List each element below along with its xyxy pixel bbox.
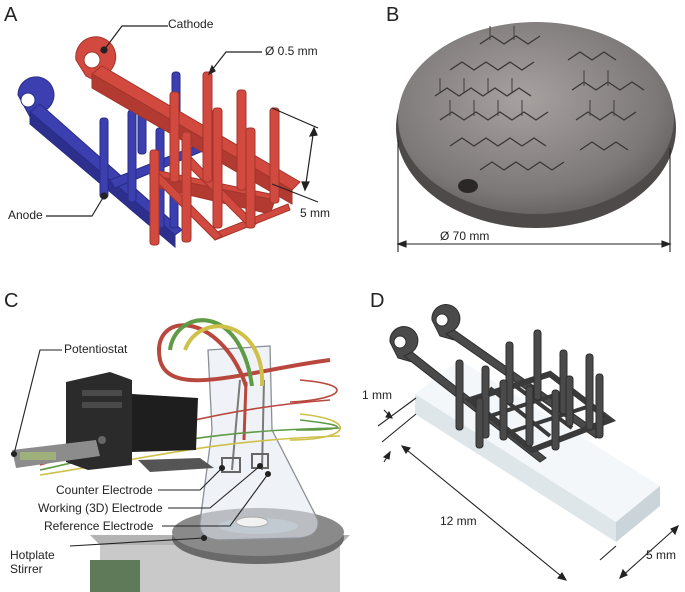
length-label: 12 mm [440,514,477,528]
printed-build-plate-photo [396,22,676,252]
electrochemical-setup-illustration [10,318,350,592]
anode-label: Anode [8,208,43,222]
height-label: 5 mm [300,206,330,220]
pillar-diameter-label: Ø 0.5 mm [265,44,318,58]
printed-pillars [439,26,615,116]
width-label: 5 mm [646,548,676,562]
dark-electrode [389,304,617,463]
panel-a: A [0,0,340,290]
panel-d: D [360,290,685,592]
panel-b-letter: B [386,4,400,26]
counter-electrode-label: Counter Electrode [56,483,153,497]
potentiostat-device [12,440,100,468]
plate-hole [458,179,478,193]
potentiostat-label: Potentiostat [64,342,128,356]
plate-diameter-label: Ø 70 mm [440,229,490,243]
working-electrode-label: Working (3D) Electrode [38,501,163,515]
cathode-label: Cathode [168,17,214,31]
electrode-on-substrate-model [377,304,679,581]
thickness-label: 1 mm [362,388,392,402]
panel-d-letter: D [370,290,385,312]
panel-b: B [340,0,685,290]
interdigitated-electrode-model [17,25,319,249]
cables [157,318,331,387]
build-plate [398,22,674,214]
panel-a-letter: A [4,4,18,26]
hotplate-stirrer-label: Hotplate Stirrer [10,548,55,576]
panel-c: C [0,290,360,592]
panel-d-dimensions [377,397,679,581]
plate-diameter-dimension [396,140,672,252]
stir-bar [235,516,269,528]
panel-c-annotation-lines [10,349,272,547]
panel-c-letter: C [4,290,19,312]
panel-a-annotation-lines [46,25,319,217]
beaker [199,345,319,541]
cathode-structure [75,36,301,246]
reference-electrode-label: Reference Electrode [44,519,154,533]
